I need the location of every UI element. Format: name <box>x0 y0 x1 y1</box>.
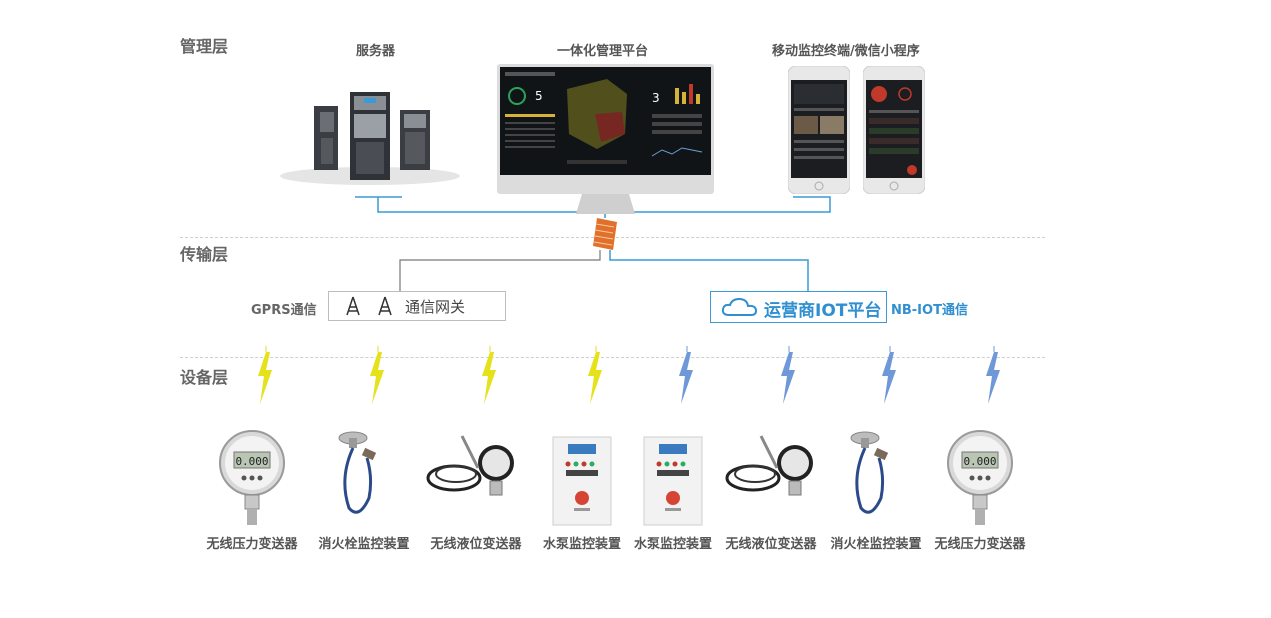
server-label: 服务器 <box>356 44 396 59</box>
monitor-platform-screen: 5 3 <box>497 64 714 217</box>
mobile-label: 移动监控终端/微信小程序 <box>772 44 920 59</box>
server-rack <box>278 88 463 188</box>
wireless-signal-icon <box>584 346 606 410</box>
platform-label: 一体化管理平台 <box>557 44 649 59</box>
level-transmitter-image <box>725 428 825 532</box>
hydrant-monitor-image <box>841 428 911 532</box>
hydrant-monitor-image <box>329 428 399 532</box>
pressure-gauge-image: 0.000 <box>945 428 1015 532</box>
device-label: 水泵监控装置 <box>542 537 621 552</box>
device-label: 消火栓监控装置 <box>318 537 410 552</box>
transport-layer-label: 传输层 <box>180 245 229 264</box>
antenna-tower-icon <box>346 296 392 316</box>
device-label: 消火栓监控装置 <box>830 537 922 552</box>
svg-text:0.000: 0.000 <box>235 455 268 468</box>
wireless-signal-icon <box>254 346 276 410</box>
gateway-label: 通信网关 <box>405 298 466 316</box>
wireless-signal-icon <box>675 346 697 410</box>
device-label: 水泵监控装置 <box>633 537 712 552</box>
pump-cabinet-image <box>552 436 612 530</box>
divider-transport-device <box>180 357 1045 358</box>
wireless-signal-icon <box>478 346 500 410</box>
device-label: 无线压力变送器 <box>934 537 1026 552</box>
device-label: 无线压力变送器 <box>206 537 298 552</box>
cloud-icon <box>721 297 758 316</box>
svg-text:0.000: 0.000 <box>963 455 996 468</box>
gprs-label: GPRS通信 <box>251 303 317 318</box>
nbiot-label: NB-IOT通信 <box>891 303 968 318</box>
cloud-platform-label: 运营商IOT平台 <box>764 301 882 321</box>
wireless-signal-icon <box>878 346 900 410</box>
firewall-icon <box>593 218 617 250</box>
wireless-signal-icon <box>982 346 1004 410</box>
gateway-box: 通信网关 <box>328 291 506 321</box>
device-label: 无线液位变送器 <box>430 537 522 552</box>
wireless-signal-icon <box>366 346 388 410</box>
svg-text:3: 3 <box>652 91 660 105</box>
svg-text:5: 5 <box>535 89 543 103</box>
level-transmitter-image <box>426 428 526 532</box>
management-layer-label: 管理层 <box>180 37 229 56</box>
phone-1 <box>787 65 851 195</box>
wireless-signal-icon <box>777 346 799 410</box>
pump-cabinet-image <box>643 436 703 530</box>
device-layer-label: 设备层 <box>180 368 229 387</box>
device-label: 无线液位变送器 <box>725 537 817 552</box>
pressure-gauge-image: 0.000 <box>217 428 287 532</box>
phone-2 <box>862 65 926 195</box>
carrier-iot-platform-box: 运营商IOT平台 <box>710 291 887 323</box>
